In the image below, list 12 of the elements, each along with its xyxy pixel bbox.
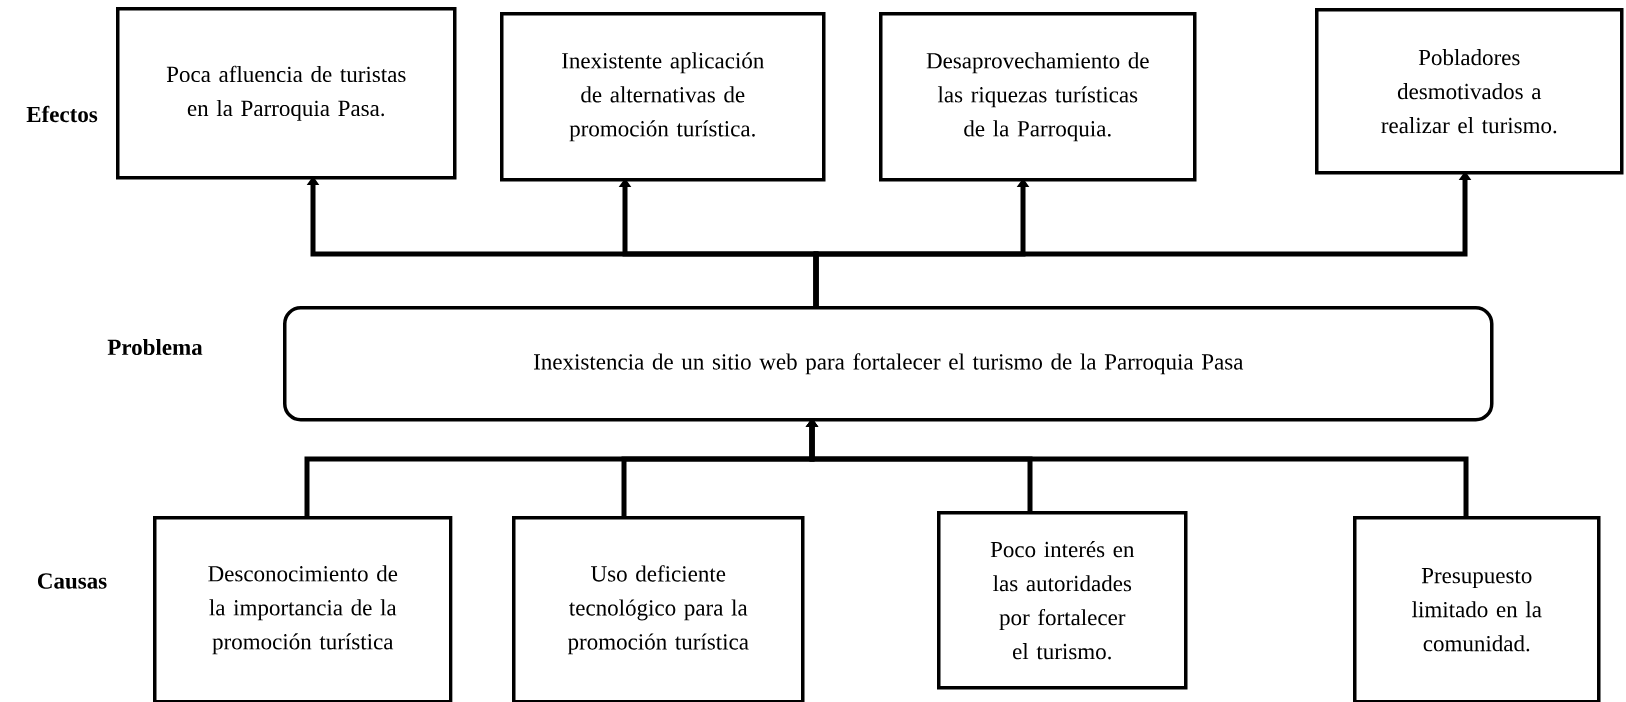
row-label: Problema: [107, 338, 203, 356]
text-box: Desconocimiento de la importancia de la promoción turística: [153, 516, 453, 702]
row-label: Causas: [38, 573, 107, 589]
text-box: Desaprovechamiento de las riquezas turísticas de la Parroquia.: [879, 12, 1197, 182]
text-box: Presupuesto limitado en la comunidad.: [1353, 516, 1601, 702]
text-box: Inexistente aplicación de alternativas de promoción turística.: [500, 12, 826, 182]
arrow: [805, 418, 1469, 516]
problem-box: Inexistencia de un sitio web para fortalecer el turismo de la Parroquia Pasa: [283, 306, 1494, 422]
text-box: Poca afluencia de turistas en la Parroquia Pasa.: [116, 7, 457, 180]
text-box: Pobladores desmotivados a realizar el turismo.: [1315, 8, 1624, 175]
text-box: Poco interés en las autoridades por fortalecer el turismo.: [937, 511, 1188, 690]
text-box: Uso deficiente tecnológico para la promoción turística: [512, 516, 805, 702]
